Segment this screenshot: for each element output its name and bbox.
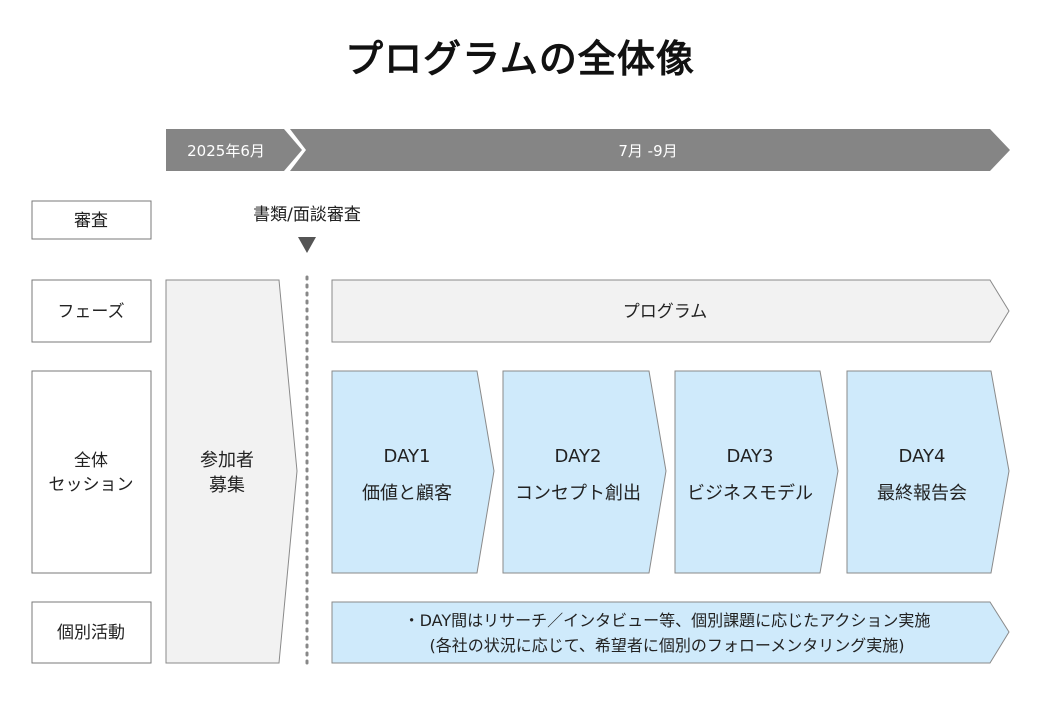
individual-activity-line1: ・DAY間はリサーチ／インタビュー等、個別課題に応じたアクション実施 [404, 611, 931, 630]
day-shape [502, 370, 667, 574]
timeline-main-label: 7月 -9月 [618, 142, 677, 160]
recruit-label-line1: 参加者 [200, 450, 254, 471]
screening-marker-icon [298, 237, 316, 253]
row-label-box-session [31, 370, 152, 574]
row-label-box-individual [31, 601, 152, 664]
day-session-2: DAY2 コンセプト創出 [502, 370, 667, 574]
row-label-individual: 個別活動 [57, 623, 125, 643]
day-session-3: DAY3 ビジネスモデル [674, 370, 839, 574]
recruit-label-line2: 募集 [209, 475, 245, 496]
day-topic: コンセプト創出 [515, 483, 641, 504]
day-shape [846, 370, 1010, 574]
row-label-session-line2: セッション [49, 475, 134, 495]
individual-activity-line2: (各社の状況に応じて、希望者に個別のフォローメンタリング実施) [429, 636, 904, 655]
page-title: プログラムの全体像 [345, 37, 695, 81]
day-label: DAY1 [384, 446, 431, 467]
day-label: DAY3 [727, 446, 774, 467]
phase-program-bar [331, 279, 1010, 343]
recruit-shape [165, 279, 298, 664]
day-topic: 最終報告会 [877, 483, 967, 504]
phase-program-label: プログラム [623, 302, 708, 322]
day-topic: 価値と顧客 [362, 483, 452, 504]
day-label: DAY4 [899, 446, 946, 467]
day-session-1: DAY1 価値と顧客 [331, 370, 495, 574]
individual-activity-bar [331, 601, 1010, 664]
timeline-start-label: 2025年6月 [187, 142, 265, 160]
day-shape [331, 370, 495, 574]
timeline-start-arrow [166, 129, 302, 171]
row-label-session-line1: 全体 [74, 451, 108, 471]
row-label-screening: 審査 [74, 211, 108, 231]
day-label: DAY2 [555, 446, 602, 467]
row-label-box-screening [31, 200, 152, 240]
day-shape [674, 370, 839, 574]
screening-annotation: 書類/面談審査 [253, 205, 361, 225]
row-label-box-phase [31, 279, 152, 343]
timeline-main-arrow [290, 129, 1010, 171]
day-session-4: DAY4 最終報告会 [846, 370, 1010, 574]
day-topic: ビジネスモデル [687, 483, 813, 504]
row-label-phase: フェーズ [57, 302, 124, 322]
